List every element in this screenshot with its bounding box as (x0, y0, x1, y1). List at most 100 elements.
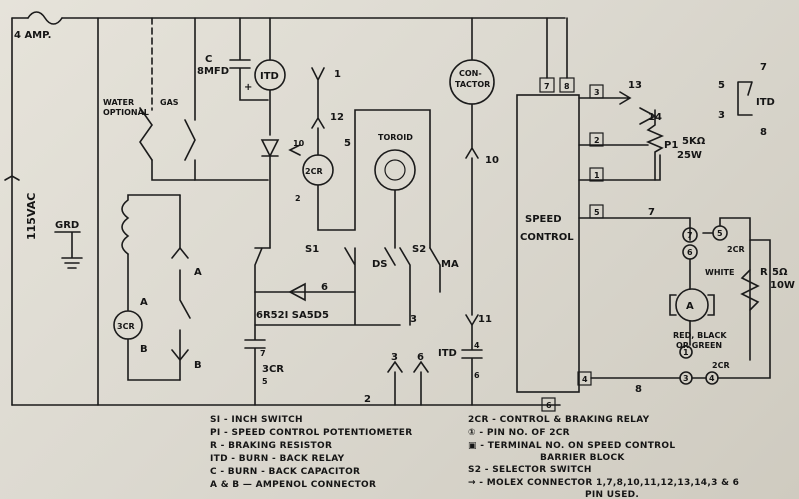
motor-white-wire: WHITE (705, 268, 734, 277)
pot-value: 5KΩ (682, 136, 706, 147)
speed-control-line2: CONTROL (520, 232, 574, 243)
wire-10: 10 (485, 155, 499, 166)
brake-resistor-value: 5Ω (772, 267, 788, 278)
terminal-1-box (589, 167, 604, 182)
ds-switch (384, 189, 411, 326)
pin-1-circle (679, 345, 693, 359)
wire-14: 14 (648, 112, 662, 123)
wire-8-loop (590, 239, 771, 379)
terminal-2: 2 (594, 136, 600, 145)
motor-armature (675, 288, 709, 322)
wire-3-path (254, 291, 401, 326)
legend-right-0: 2CR - CONTROL & BRAKING RELAY (468, 415, 650, 425)
switch-ma-label: MA (441, 259, 459, 270)
wire-13: 13 (628, 80, 642, 91)
toroid-ring (374, 149, 416, 191)
mr-pin4: 4 (709, 374, 715, 383)
motor-brushes (669, 294, 715, 316)
3cr-label: 3CR (117, 322, 135, 331)
ground-label: GRD (55, 220, 79, 231)
3cr-lower-lead (127, 338, 181, 381)
mr-pin7: 7 (687, 231, 693, 240)
2cr-pin10: 10 (293, 139, 305, 148)
pin-7-circle (682, 227, 698, 243)
legend-right-3: BARRIER BLOCK (540, 453, 625, 463)
3cr-contact-label: 3CR (262, 364, 284, 375)
3cr-pin5: 5 (262, 377, 268, 386)
legend-right-6: PIN USED. (585, 490, 639, 499)
motor-relay-wires (702, 217, 751, 361)
ma-switch (429, 247, 441, 293)
speed-control-block (516, 94, 580, 393)
3cr-contact (179, 269, 191, 381)
legend-right-4: S2 - SELECTOR SWITCH (468, 465, 592, 475)
3cr-pin7: 7 (260, 349, 266, 358)
water-return (151, 159, 196, 181)
3cr-pin-a: A (140, 297, 148, 308)
molex-13 (639, 107, 657, 125)
mr-pin1: 1 (683, 348, 689, 357)
gas-label: GAS (160, 98, 179, 107)
mr-label-bot: 2CR (712, 361, 730, 370)
terminal-7-8-leads (546, 17, 568, 79)
terminal-2-box (589, 132, 604, 147)
speed-control-line1: SPEED (525, 214, 562, 225)
legend-right-1: ① - PIN NO. OF 2CR (468, 428, 570, 438)
rail-arrow (4, 175, 20, 181)
gas-valve-symbol (184, 119, 196, 161)
molex-3 (387, 360, 403, 406)
itd-coil-label: ITD (260, 71, 279, 82)
capacitor-ref: C (205, 54, 212, 65)
coil-winding (121, 194, 181, 255)
capacitor-plus: + (244, 82, 252, 93)
2cr-pin2: 2 (295, 194, 301, 203)
s1-left-contact (254, 247, 271, 293)
molex-3-label: 3 (391, 352, 398, 363)
motor-label: A (686, 301, 694, 312)
itd-key-p7: 7 (760, 62, 767, 73)
pin-marker (288, 144, 301, 156)
wire-3: 3 (410, 314, 417, 325)
wire-7: 7 (648, 207, 655, 218)
diode-symbol (260, 139, 280, 158)
switch-s1-label: S1 (305, 244, 319, 255)
diode-part-label: 6R52I SA5D5 (256, 310, 329, 321)
itd-key-p8: 8 (760, 127, 767, 138)
fuse-symbol (27, 11, 63, 25)
gas-return (194, 159, 269, 181)
legend-left-3: ITD - BURN - BACK RELAY (210, 454, 345, 464)
mr-label-top: 2CR (727, 245, 745, 254)
terminal-8: 8 (564, 82, 570, 91)
contactor-line2: TACTOR (455, 80, 490, 89)
itd-key-contact (737, 81, 753, 116)
terminal-7: 7 (544, 82, 550, 91)
legend-left-5: A & B — AMPENOL CONNECTOR (210, 480, 376, 490)
wire-2: 2 (364, 394, 371, 405)
braking-resistor (740, 269, 760, 311)
molex-6-label: 6 (417, 352, 424, 363)
itd-key-p3: 3 (718, 110, 725, 121)
3cr-contact-lower (244, 291, 266, 406)
terminal-4: 4 (582, 375, 588, 384)
molex-6 (413, 360, 429, 406)
legend-left-2: R - BRAKING RESISTOR (210, 441, 332, 451)
contactor-leads (465, 17, 479, 327)
fuse-label: 4 AMP. (14, 30, 51, 41)
pot-ref: P1 (664, 140, 678, 151)
connector-b-label: B (194, 360, 202, 371)
water-label: WATER (103, 98, 134, 107)
potentiometer-symbol (645, 109, 665, 181)
2cr-leads (317, 109, 431, 249)
legend-right-2: ▣ - TERMINAL NO. ON SPEED CONTROL (468, 441, 675, 451)
wire-12: 12 (330, 112, 344, 123)
itd-bottom-pin4: 4 (474, 341, 480, 350)
ground-symbol (54, 231, 83, 269)
toroid-label: TOROID (378, 133, 413, 142)
3cr-pin-b: B (140, 344, 148, 355)
switch-s2-label: S2 (412, 244, 426, 255)
molex-1-12 (311, 67, 325, 129)
mr-pin5: 5 (717, 229, 723, 238)
capacitor-value: 8MFD (197, 66, 229, 77)
